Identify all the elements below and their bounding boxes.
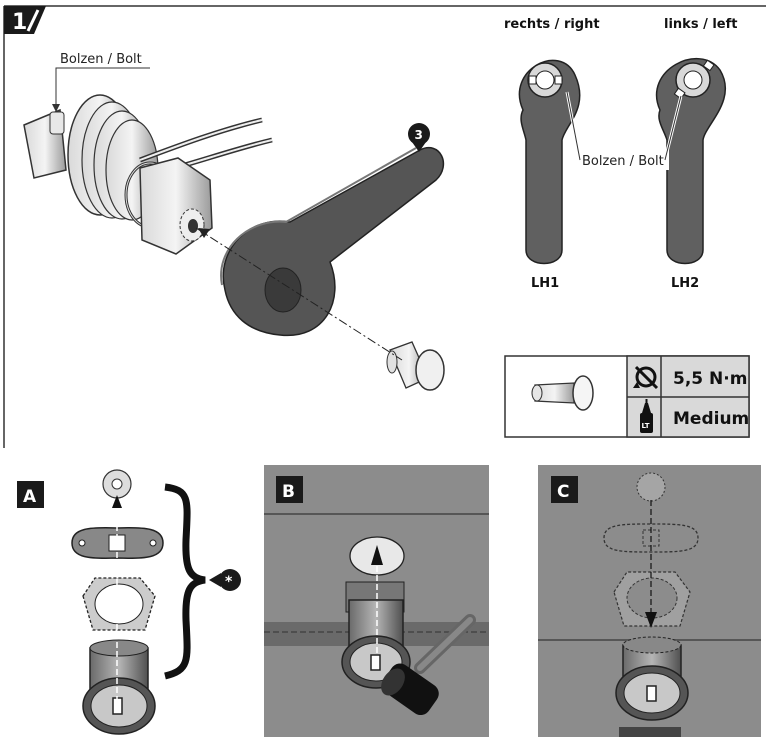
bolt-leader-arrow — [52, 104, 60, 112]
left-title: links / left — [664, 17, 738, 32]
screw-icon — [531, 375, 594, 411]
bolt-label-bg — [579, 150, 669, 170]
panel-c-plate — [603, 523, 699, 553]
assembly-axis-line — [195, 227, 403, 361]
lock-cylinder — [82, 639, 156, 735]
lock-cylinder-assembly — [23, 94, 273, 255]
right-title: rechts / right — [504, 17, 600, 32]
lh2-code: LH2 — [671, 276, 699, 291]
torque-wrench-icon — [633, 365, 659, 390]
hex-nut — [82, 577, 156, 631]
panel-a-callout: * — [225, 574, 233, 590]
panel-c-label: C — [557, 482, 569, 502]
step-number: 1 — [12, 10, 27, 35]
lh1-code: LH1 — [531, 276, 559, 291]
panel-a-callout-badge — [219, 569, 241, 591]
lh1-leader — [566, 91, 581, 161]
grouping-brace — [164, 483, 206, 680]
panel-c-washer — [636, 472, 666, 502]
panel-b-label: B — [282, 482, 295, 502]
assembly-arrow — [198, 228, 210, 238]
torque-value: 5,5 N·m — [673, 369, 747, 389]
panel-a-label: A — [23, 487, 37, 507]
lever-bolt-label: Bolzen / Bolt — [582, 154, 664, 169]
bolt-label: Bolzen / Bolt — [60, 52, 142, 67]
threadlocker-value: Medium — [673, 409, 749, 429]
mallet-icon — [381, 614, 476, 716]
callout-number: 3 — [415, 128, 423, 142]
lever-lh1 — [518, 59, 581, 265]
lh2-leader — [664, 95, 682, 161]
panel-c: C — [538, 465, 761, 737]
lever-lh2 — [656, 58, 727, 265]
panel-a-arrow — [112, 495, 122, 508]
callout-badge: 3 — [408, 123, 430, 152]
threadlocker-icon-text: LT — [642, 422, 650, 430]
threadlocker-bottle-icon: LT — [640, 399, 653, 433]
panel-a-badge — [17, 481, 44, 508]
panel-a: A * — [17, 469, 241, 735]
step-badge: 1 — [4, 6, 46, 35]
lever-arm — [220, 147, 445, 337]
countersunk-screw — [386, 341, 445, 391]
spec-box: 5,5 N·m LT Medium — [504, 355, 750, 438]
panel-b-cylinder — [341, 599, 411, 689]
bolt-leader — [55, 67, 150, 108]
panel-c-cylinder — [615, 636, 689, 721]
panel-b: B — [264, 465, 489, 737]
